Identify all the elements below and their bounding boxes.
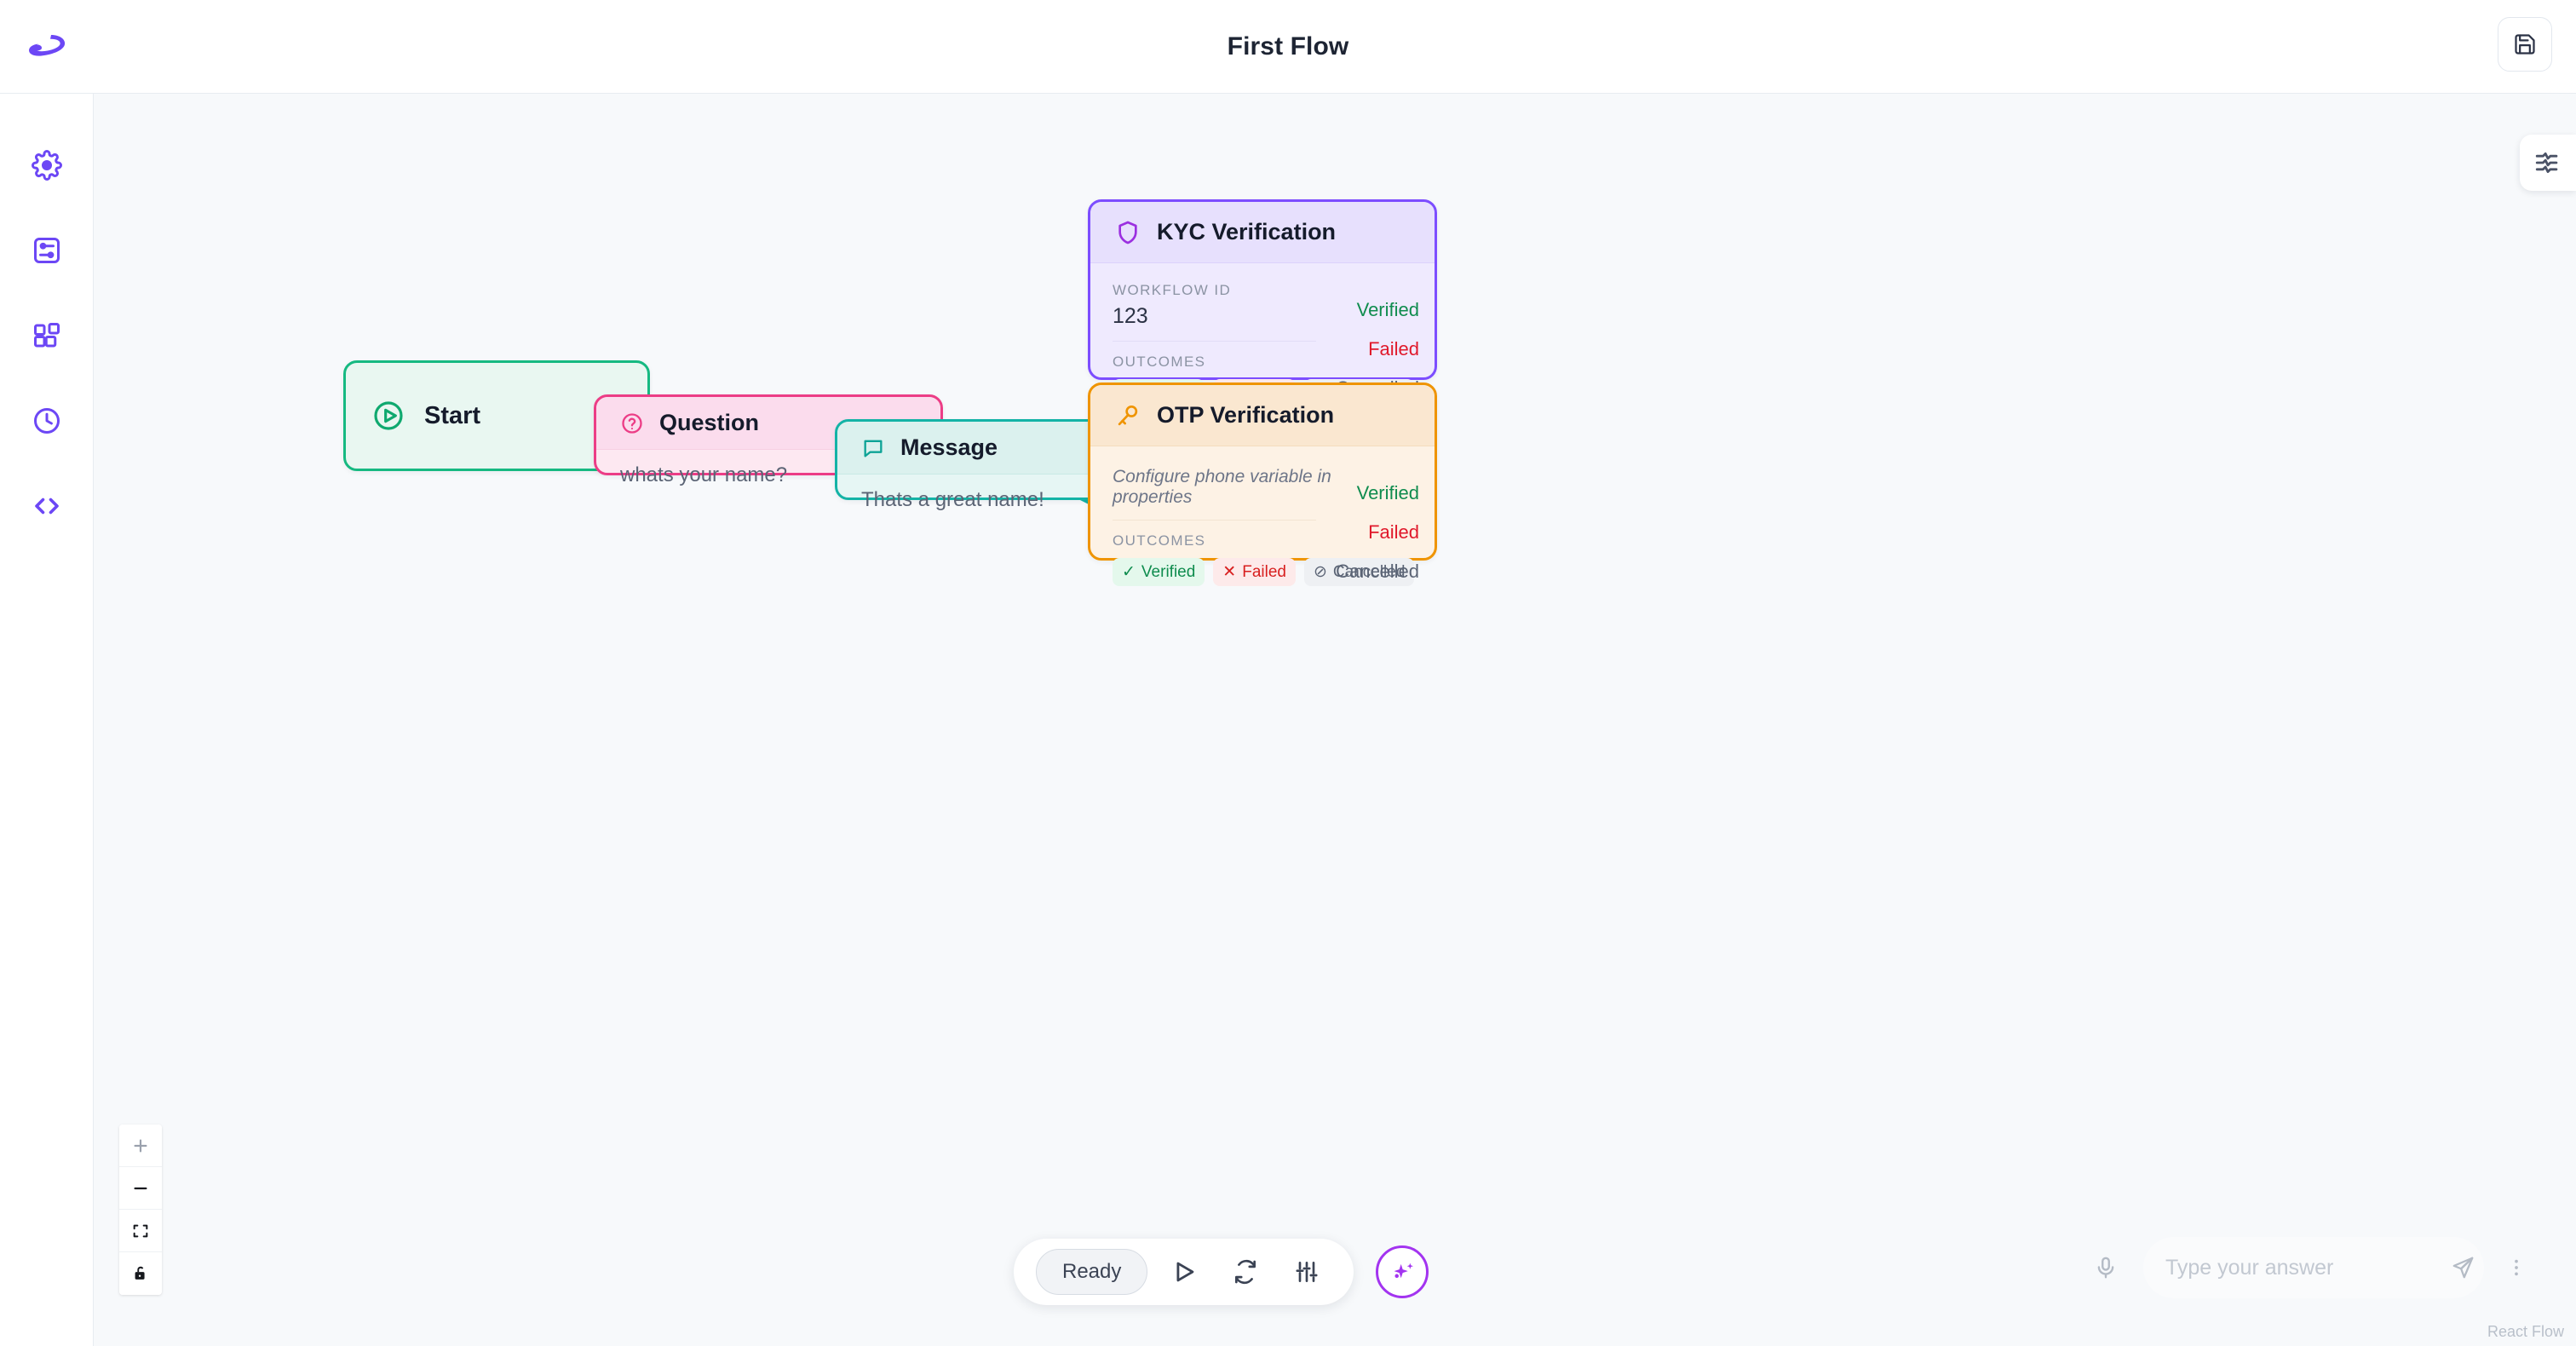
kyc-outcomes-label: OUTCOMES [1113,354,1206,370]
blocks-icon [33,323,60,348]
otp-outcome-badges: ✓ Verified ✕ Failed ⊘ Cancelled [1113,558,1415,586]
otp-divider [1113,520,1317,521]
badge-cancelled: ⊘ Cancelled [1303,558,1415,586]
dock-pill: Ready [1014,1239,1354,1305]
left-sidebar [0,94,94,1346]
sparkle-icon [1394,1263,1414,1279]
flow-chart-icon [33,238,60,263]
check-icon: ✓ [1122,563,1136,581]
microphone-icon [2097,1257,2114,1279]
lock-button[interactable] [119,1252,162,1295]
dock-settings-button[interactable] [1282,1247,1331,1297]
plus-icon [134,1138,147,1153]
restart-button[interactable] [1221,1247,1270,1297]
brand-swoosh-logo-svg [29,34,66,56]
handle-otp-verified[interactable]: Verified [1356,482,1419,503]
zoom-out-button[interactable] [119,1167,162,1210]
node-kyc-verification[interactable]: KYC Verification WORKFLOW ID 123 OUTCOME… [1088,199,1437,407]
fit-view-button[interactable] [119,1210,162,1252]
start-node-row: Start [346,363,647,469]
chat-input[interactable] [2165,1255,2440,1280]
sliders-icon [1296,1262,1318,1282]
sidebar-item-components[interactable] [23,312,71,360]
badge-verified-label: Verified [1141,562,1196,581]
brand-swoosh-logo[interactable] [0,0,94,94]
flow-dock: Ready [1014,1239,1429,1305]
node-otp-title: OTP Verification [1157,402,1335,428]
handle-otp-cancelled[interactable]: Cancelled [1336,561,1419,582]
kyc-divider [1113,341,1317,342]
node-message-title: Message [900,434,998,460]
node-kyc-header: KYC Verification [1090,202,1435,263]
send-button[interactable] [2450,1249,2475,1286]
node-otp-header: OTP Verification [1090,385,1435,446]
fit-view-icon [133,1224,148,1237]
otp-output-handles: Verified Failed Cancelled [1336,484,1419,581]
zoom-in-button[interactable] [119,1125,162,1167]
refresh-icon [1235,1259,1256,1285]
page-title: First Flow [1227,32,1349,60]
handle-kyc-failed[interactable]: Failed [1368,338,1419,360]
node-question-title: Question [659,410,760,435]
chat-bar [2075,1237,2542,1298]
handle-kyc-verified[interactable]: Verified [1356,299,1419,320]
kebab-menu-icon [2515,1259,2518,1276]
node-start-title: Start [424,401,481,429]
sidebar-item-settings[interactable] [23,141,71,189]
badge-failed-label: Failed [1242,562,1286,581]
node-kyc-title: KYC Verification [1157,219,1337,244]
ai-assistant-button[interactable] [1376,1245,1429,1298]
node-otp-verification[interactable]: OTP Verification Configure phone variabl… [1088,383,1437,586]
chat-bubble-icon [864,440,883,457]
sidebar-item-flows[interactable] [23,227,71,274]
clock-icon [33,408,60,434]
badge-verified: ✓ Verified [1113,558,1205,586]
save-button[interactable] [2498,17,2552,72]
workflow-id-value: 123 [1113,304,1148,328]
ban-icon: ⊘ [1313,563,1327,581]
chat-menu-button[interactable] [2491,1242,2542,1293]
cross-icon: ✕ [1222,563,1237,581]
chat-input-wrapper[interactable] [2143,1237,2484,1298]
node-otp-body: Configure phone variable in properties O… [1090,446,1435,603]
shield-icon [1118,221,1137,244]
sidebar-item-history[interactable] [23,397,71,445]
otp-config-hint: Configure phone variable in properties [1113,467,1331,507]
code-icon [34,498,59,515]
mic-button[interactable] [2075,1237,2136,1298]
node-message-body: Thats a great name! [861,488,1044,511]
send-icon [2452,1257,2474,1279]
save-floppy-icon [2515,34,2535,55]
zoom-controls [119,1125,162,1295]
lock-icon [135,1266,145,1280]
flow-canvas[interactable]: Start Question whats your name? Messag [94,94,2576,1346]
react-flow-attribution[interactable]: React Flow [2487,1323,2564,1340]
minus-icon [134,1187,147,1189]
workflow-id-label: WORKFLOW ID [1113,282,1232,298]
badge-cancelled-label: Cancelled [1332,562,1406,581]
badge-failed: ✕ Failed [1213,558,1296,586]
node-question-body: whats your name? [620,463,788,486]
top-bar: First Flow [0,0,2576,94]
question-circle-icon [622,412,642,434]
run-button[interactable] [1159,1247,1209,1297]
sliders-panel-icon [2535,152,2558,174]
play-icon [1176,1262,1194,1282]
play-circle-icon [374,401,403,430]
otp-outcomes-label: OUTCOMES [1113,532,1206,549]
panel-toggle-button[interactable] [2520,135,2576,191]
handle-otp-failed[interactable]: Failed [1368,521,1419,543]
key-icon [1118,405,1138,425]
sidebar-item-code[interactable] [23,482,71,530]
gear-icon [31,150,62,181]
status-badge[interactable]: Ready [1036,1249,1148,1295]
